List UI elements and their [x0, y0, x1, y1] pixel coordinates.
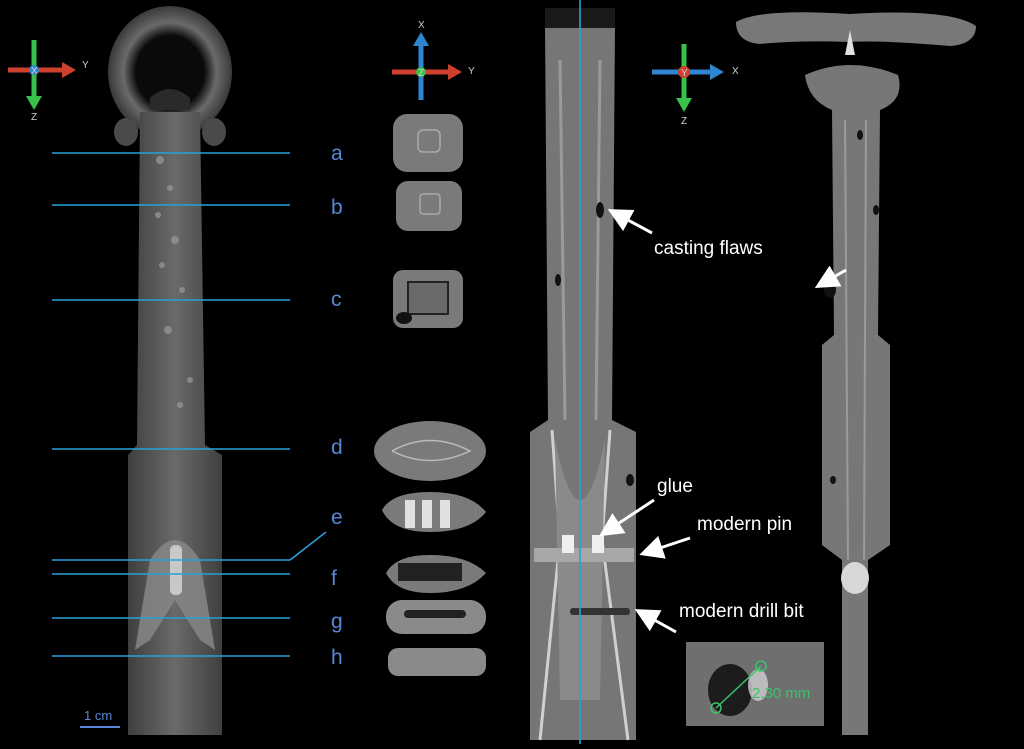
arrow-drill-bit: [634, 609, 677, 634]
right-slice-body: [805, 65, 900, 735]
axis-label-z: Z: [31, 112, 37, 123]
head-opening: [150, 89, 190, 110]
middle-longitudinal-slice: [530, 0, 636, 744]
axis-label-y: Y: [82, 60, 89, 71]
cross-section-e: [382, 492, 486, 532]
axis-label-z2: Z: [418, 68, 424, 79]
head-crossbar: [736, 12, 976, 46]
label-modern-drill-bit: modern drill bit: [679, 601, 804, 622]
section-lines: [52, 152, 327, 657]
arrow-modern-pin: [639, 535, 691, 559]
cross-section-h: [388, 648, 486, 676]
label-glue: glue: [657, 476, 693, 497]
cross-section-b: [396, 181, 462, 231]
label-casting-flaws: casting flaws: [654, 238, 763, 259]
axis-glyph-middle: Y X Z: [392, 20, 475, 100]
section-label-c: c: [331, 288, 342, 311]
section-label-f: f: [331, 567, 337, 590]
measurement-line: [715, 665, 762, 709]
axis-label-z3: Z: [681, 116, 687, 127]
annotation-arrows: [598, 209, 847, 634]
drill-bit-inset: [686, 642, 824, 726]
axis-label-y2: Y: [468, 66, 475, 77]
scale-bar-label: 1 cm: [84, 708, 113, 723]
section-label-h: h: [331, 646, 343, 669]
label-modern-pin: modern pin: [697, 514, 793, 535]
cross-sections: [374, 114, 486, 676]
drill-bit-shape: [570, 608, 630, 615]
section-leader-e: [289, 531, 327, 561]
inner-pin: [170, 545, 182, 595]
section-label-a: a: [331, 142, 343, 165]
left-3d-view: [108, 6, 232, 735]
head-ring: [108, 6, 232, 138]
section-label-d: d: [331, 436, 343, 459]
inset-measurement-text: 2.30 mm: [752, 685, 811, 702]
axis-label-x2: X: [418, 20, 425, 31]
section-label-e: e: [331, 506, 343, 529]
section-label-b: b: [331, 196, 343, 219]
axis-label-y3: Y: [681, 68, 688, 79]
section-label-g: g: [331, 610, 343, 633]
modern-pin-shape: [534, 548, 634, 562]
arrow-casting-flaws-right: [814, 265, 847, 288]
axis-label-x3: X: [732, 66, 739, 77]
axis-glyph-left: Y Z X: [8, 40, 89, 123]
axis-glyph-right: X Z Y: [652, 44, 739, 127]
axis-label-x: X: [31, 66, 38, 77]
cross-section-d: [374, 421, 486, 481]
right-longitudinal-slice: [736, 12, 976, 735]
arrow-glue: [598, 498, 655, 537]
arrow-casting-flaws-mid: [607, 209, 653, 235]
cross-section-a: [393, 114, 463, 172]
